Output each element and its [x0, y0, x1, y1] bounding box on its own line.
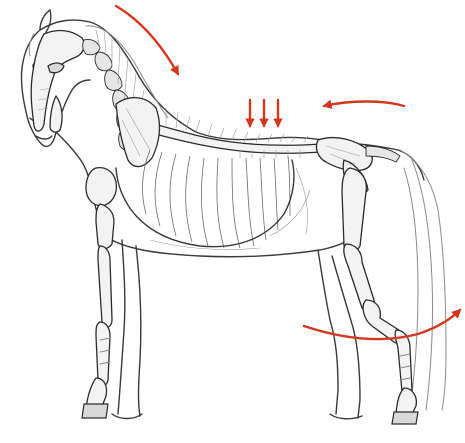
- mouth-outline: [36, 136, 52, 139]
- hindleg-skeleton: [318, 168, 418, 424]
- skull: [31, 31, 84, 133]
- belly-outline: [92, 192, 360, 257]
- neck-arrow: [116, 6, 178, 74]
- direction-arrows: [116, 6, 460, 339]
- foreleg-skeleton: [82, 168, 142, 419]
- thoracic-spine: [140, 106, 322, 158]
- croup-arrow: [324, 102, 404, 107]
- scapula: [116, 98, 159, 167]
